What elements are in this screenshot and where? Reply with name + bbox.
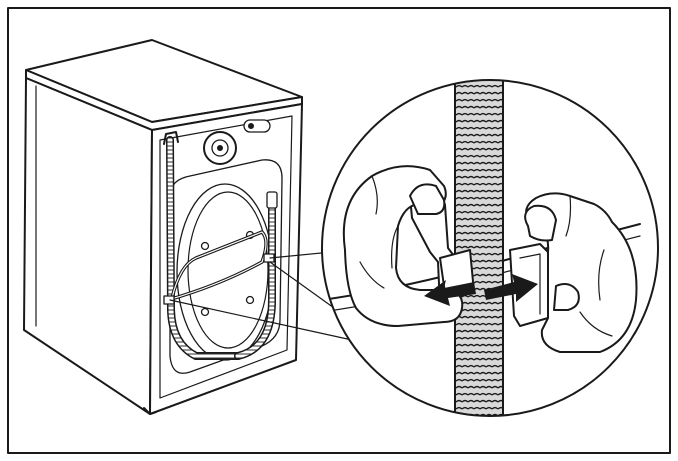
washing-machine (23, 39, 303, 415)
figure-frame (7, 7, 671, 454)
hose-clip-right-inner (519, 253, 541, 315)
right-hand-knuckles (565, 195, 613, 337)
mount-hole (245, 295, 255, 305)
power-cable-highlight (167, 231, 267, 301)
right-thumb (524, 204, 557, 242)
machine-foot (143, 407, 157, 415)
mount-hole (200, 307, 210, 317)
hose-hook (163, 131, 179, 145)
drum-back-cover (176, 183, 274, 361)
power-connector-hole (248, 123, 254, 129)
detail-circle-border (321, 79, 659, 417)
water-inlet-core (217, 145, 223, 151)
corrugated-drain-hose (455, 80, 503, 416)
left-thumb (409, 183, 446, 215)
detail-magnifier (321, 79, 659, 417)
zoom-callout-line-lower (169, 299, 353, 341)
arrow-left-icon (424, 280, 476, 306)
hose-clip (163, 295, 175, 305)
machine-side-panel (23, 77, 153, 415)
mount-hole (200, 241, 210, 251)
drain-hose-right-fill (235, 201, 275, 359)
drain-hose-left-fill (167, 137, 241, 359)
hose-end-fitting (266, 191, 278, 209)
left-hand-knuckles (359, 175, 399, 289)
power-connector (243, 119, 271, 133)
arrow-right-icon (484, 274, 538, 302)
right-finger-tip (553, 283, 580, 311)
